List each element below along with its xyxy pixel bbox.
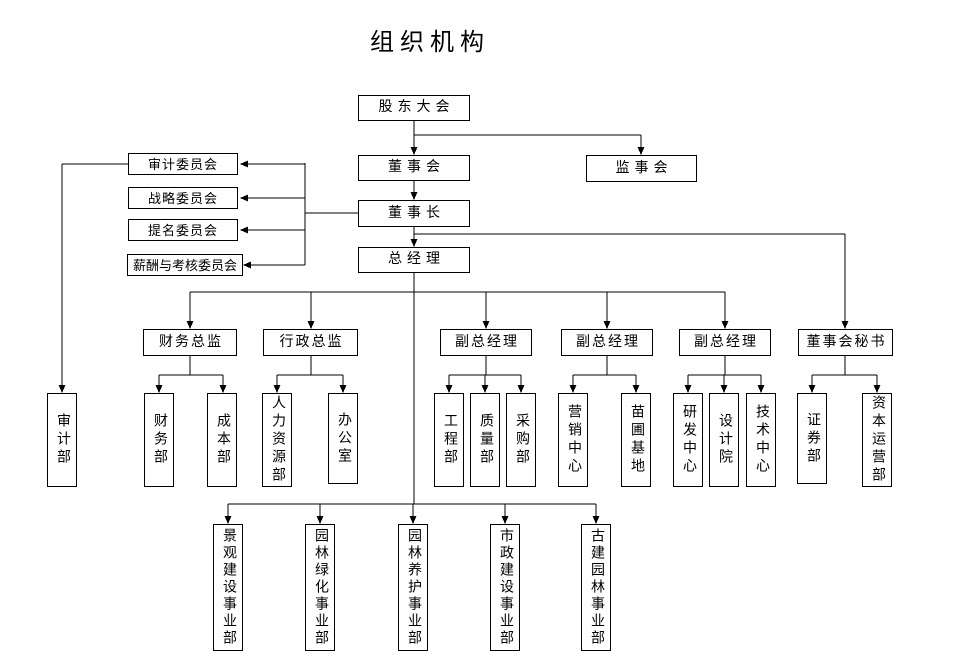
node-quality-dept: 质量部 — [470, 393, 500, 487]
node-ancient-garden-division: 古建园林事业部 — [581, 524, 611, 651]
node-deputy-gm-3: 副总经理 — [679, 329, 771, 356]
node-admin-director: 行政总监 — [263, 329, 358, 356]
node-rd-center: 研发中心 — [673, 393, 703, 487]
node-office: 办公室 — [328, 393, 358, 484]
node-securities-dept: 证券部 — [797, 393, 827, 484]
node-remuneration-committee: 薪酬与考核委员会 — [127, 254, 243, 276]
node-hr-dept: 人力资源部 — [262, 393, 292, 487]
node-deputy-gm-2: 副总经理 — [561, 329, 653, 356]
node-cost-dept: 成本部 — [207, 393, 237, 487]
node-strategy-committee: 战略委员会 — [128, 187, 238, 209]
node-board-secretary: 董事会秘书 — [798, 329, 893, 356]
node-deputy-gm-1: 副总经理 — [440, 329, 532, 356]
node-nomination-committee: 提名委员会 — [128, 219, 238, 241]
node-chairman: 董事长 — [358, 200, 470, 227]
diagram-title: 组织机构 — [370, 30, 490, 56]
node-board-of-directors: 董事会 — [358, 155, 470, 181]
node-garden-greening-division: 园林绿化事业部 — [305, 524, 335, 651]
node-procurement-dept: 采购部 — [506, 393, 536, 487]
node-garden-maintenance-division: 园林养护事业部 — [398, 524, 428, 651]
node-audit-dept: 审计部 — [47, 393, 77, 487]
node-capital-operations-dept: 资本运营部 — [862, 393, 892, 487]
node-design-institute: 设计院 — [709, 393, 739, 487]
node-audit-committee: 审计委员会 — [128, 153, 238, 175]
node-municipal-construction-division: 市政建设事业部 — [490, 524, 520, 651]
node-supervisory-board: 监事会 — [586, 155, 697, 182]
node-cfo: 财务总监 — [143, 329, 237, 356]
node-shareholders-meeting: 股东大会 — [358, 95, 470, 121]
node-engineering-dept: 工程部 — [434, 393, 464, 487]
node-landscape-construction-division: 景观建设事业部 — [213, 524, 243, 651]
node-finance-dept: 财务部 — [144, 393, 174, 487]
node-marketing-center: 营销中心 — [558, 393, 588, 487]
node-tech-center: 技术中心 — [746, 393, 776, 487]
node-general-manager: 总经理 — [358, 247, 470, 273]
node-nursery-base: 苗圃基地 — [621, 393, 651, 487]
